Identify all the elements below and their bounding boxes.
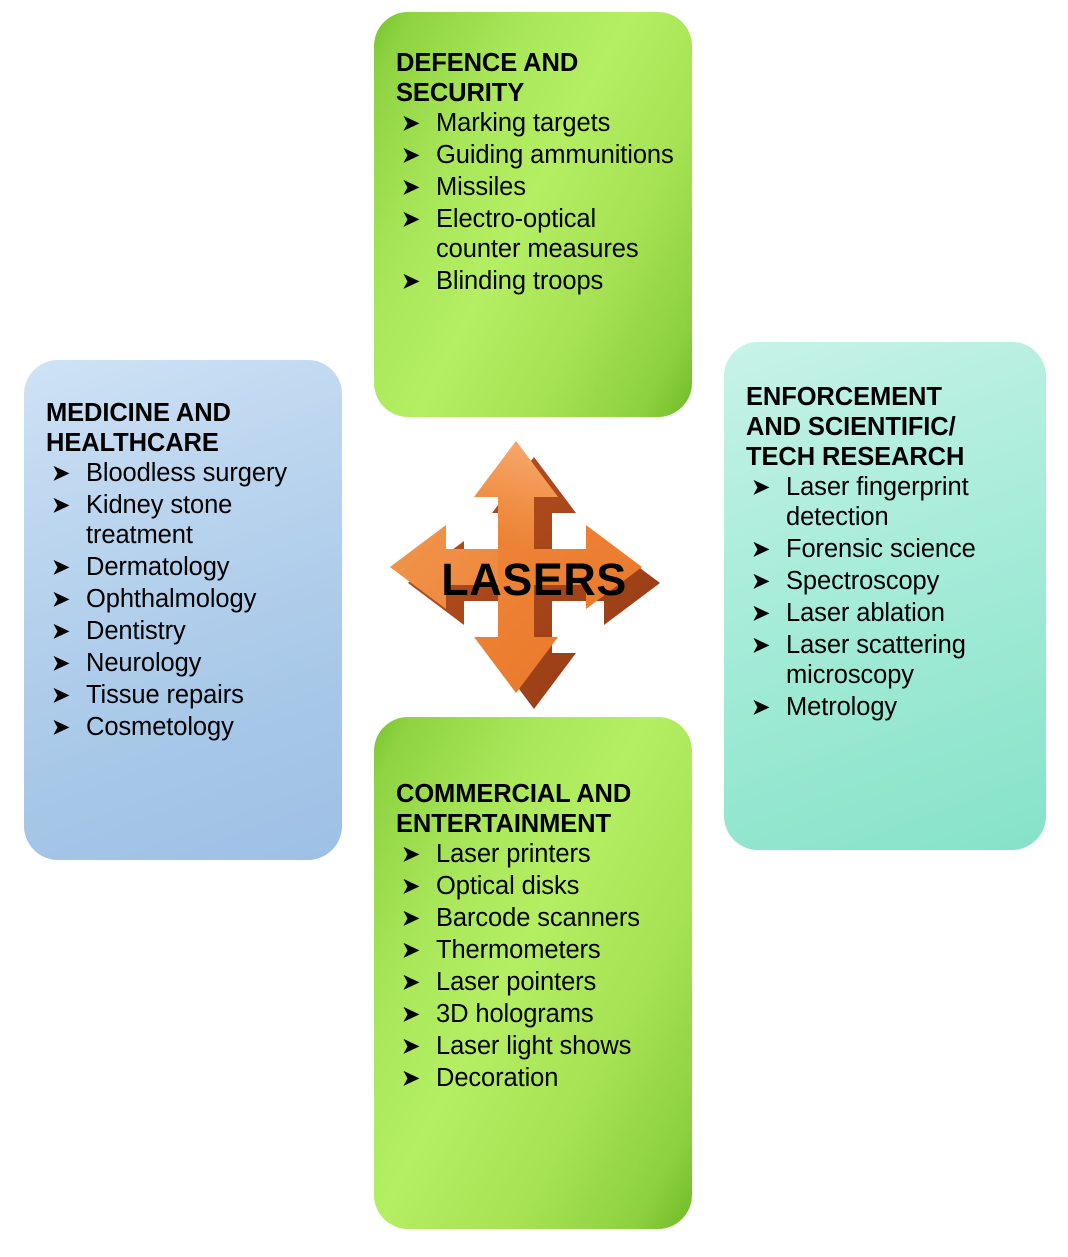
arrow-bullet-icon: ➤	[752, 474, 770, 502]
list-item-label: Bloodless surgery	[86, 459, 287, 487]
arrow-bullet-icon: ➤	[52, 714, 70, 742]
list-item-label: Blinding troops	[436, 267, 603, 295]
list-item: ➤ Thermometers	[396, 936, 674, 966]
list-item-label: Optical disks	[436, 872, 579, 900]
list-item: ➤ Laser scattering microscopy	[746, 631, 1028, 691]
list-item: ➤ Spectroscopy	[746, 567, 1028, 597]
bullet-list-enforcement: ➤ Laser fingerprint detection ➤ Forensic s…	[746, 473, 1028, 723]
list-item-label: Laser fingerprint detection	[786, 473, 969, 531]
list-item: ➤ Dentistry	[46, 617, 324, 647]
arrow-bullet-icon: ➤	[402, 1033, 420, 1061]
list-item-label: Laser scattering microscopy	[786, 631, 966, 689]
list-item: ➤ Bloodless surgery	[46, 459, 324, 489]
list-item-label: Metrology	[786, 693, 897, 721]
list-item-label: Marking targets	[436, 109, 610, 137]
list-item-label: Tissue repairs	[86, 681, 244, 709]
center-hub: LASERS	[374, 435, 694, 725]
list-item: ➤ Laser fingerprint detection	[746, 473, 1028, 533]
arrow-bullet-icon: ➤	[52, 650, 70, 678]
list-item: ➤ Dermatology	[46, 553, 324, 583]
list-item: ➤ Tissue repairs	[46, 681, 324, 711]
arrow-bullet-icon: ➤	[52, 618, 70, 646]
list-item-label: Barcode scanners	[436, 904, 640, 932]
arrow-bullet-icon: ➤	[752, 694, 770, 722]
arrow-bullet-icon: ➤	[52, 682, 70, 710]
card-commercial-and-entertainment: COMMERCIAL AND ENTERTAINMENT ➤ Laser prin…	[374, 717, 692, 1229]
list-item-label: Neurology	[86, 649, 201, 677]
list-item-label: Spectroscopy	[786, 567, 939, 595]
list-item: ➤ Missiles	[396, 173, 674, 203]
arrow-bullet-icon: ➤	[402, 969, 420, 997]
list-item: ➤ Ophthalmology	[46, 585, 324, 615]
list-item: ➤ 3D holograms	[396, 1000, 674, 1030]
hub-arrow-body	[390, 441, 642, 693]
list-item: ➤ Neurology	[46, 649, 324, 679]
list-item: ➤ Cosmetology	[46, 713, 324, 743]
arrow-bullet-icon: ➤	[52, 460, 70, 488]
card-defence-and-security: DEFENCE AND SECURITY ➤ Marking targets ➤ G…	[374, 12, 692, 417]
arrow-bullet-icon: ➤	[402, 142, 420, 170]
card-enforcement-and-scientific-tech-research: ENFORCEMENT AND SCIENTIFIC/ TECH RESEARC…	[724, 342, 1046, 850]
card-title-commercial: COMMERCIAL AND ENTERTAINMENT	[396, 779, 674, 839]
arrow-bullet-icon: ➤	[402, 268, 420, 296]
list-item: ➤ Kidney stone treatment	[46, 491, 324, 551]
list-item-label: Ophthalmology	[86, 585, 256, 613]
bullet-list-medicine: ➤ Bloodless surgery ➤ Kidney stone treatme…	[46, 459, 324, 743]
card-title-medicine: MEDICINE AND HEALTHCARE	[46, 398, 324, 458]
list-item-label: Laser light shows	[436, 1032, 631, 1060]
list-item: ➤ Blinding troops	[396, 267, 674, 297]
list-item-label: 3D holograms	[436, 1000, 594, 1028]
arrow-bullet-icon: ➤	[402, 110, 420, 138]
list-item: ➤ Laser ablation	[746, 599, 1028, 629]
list-item: ➤ Decoration	[396, 1064, 674, 1094]
arrow-bullet-icon: ➤	[402, 174, 420, 202]
list-item-label: Dentistry	[86, 617, 186, 645]
list-item-label: Electro-optical counter measures	[436, 205, 639, 263]
arrow-bullet-icon: ➤	[402, 1065, 420, 1093]
arrow-bullet-icon: ➤	[52, 492, 70, 520]
list-item-label: Dermatology	[86, 553, 229, 581]
list-item-label: Thermometers	[436, 936, 601, 964]
list-item: ➤ Forensic science	[746, 535, 1028, 565]
list-item: ➤ Marking targets	[396, 109, 674, 139]
card-title-enforcement: ENFORCEMENT AND SCIENTIFIC/ TECH RESEARC…	[746, 382, 1028, 472]
card-title-defence: DEFENCE AND SECURITY	[396, 48, 674, 108]
list-item: ➤ Laser light shows	[396, 1032, 674, 1062]
list-item-label: Guiding ammunitions	[436, 141, 674, 169]
arrow-bullet-icon: ➤	[752, 536, 770, 564]
arrow-bullet-icon: ➤	[402, 873, 420, 901]
list-item-label: Decoration	[436, 1064, 558, 1092]
list-item: ➤ Metrology	[746, 693, 1028, 723]
bullet-list-commercial: ➤ Laser printers ➤ Optical disks ➤ Barcode …	[396, 840, 674, 1094]
four-way-arrow-icon	[374, 435, 694, 725]
arrow-bullet-icon: ➤	[752, 568, 770, 596]
arrow-bullet-icon: ➤	[52, 554, 70, 582]
arrow-bullet-icon: ➤	[752, 600, 770, 628]
list-item: ➤ Laser printers	[396, 840, 674, 870]
list-item-label: Laser printers	[436, 840, 591, 868]
list-item: ➤ Electro-optical counter measures	[396, 205, 674, 265]
bullet-list-defence: ➤ Marking targets ➤ Guiding ammunitions ➤ M…	[396, 109, 674, 297]
list-item: ➤ Guiding ammunitions	[396, 141, 674, 171]
list-item: ➤ Barcode scanners	[396, 904, 674, 934]
arrow-bullet-icon: ➤	[402, 206, 420, 234]
list-item-label: Missiles	[436, 173, 526, 201]
list-item: ➤ Laser pointers	[396, 968, 674, 998]
list-item-label: Laser ablation	[786, 599, 945, 627]
arrow-bullet-icon: ➤	[402, 841, 420, 869]
list-item: ➤ Optical disks	[396, 872, 674, 902]
card-medicine-and-healthcare: MEDICINE AND HEALTHCARE ➤ Bloodless surge…	[24, 360, 342, 860]
arrow-bullet-icon: ➤	[402, 1001, 420, 1029]
arrow-bullet-icon: ➤	[402, 937, 420, 965]
arrow-bullet-icon: ➤	[402, 905, 420, 933]
list-item-label: Forensic science	[786, 535, 976, 563]
list-item-label: Laser pointers	[436, 968, 596, 996]
list-item-label: Kidney stone treatment	[86, 491, 232, 549]
list-item-label: Cosmetology	[86, 713, 234, 741]
arrow-bullet-icon: ➤	[52, 586, 70, 614]
arrow-bullet-icon: ➤	[752, 632, 770, 660]
